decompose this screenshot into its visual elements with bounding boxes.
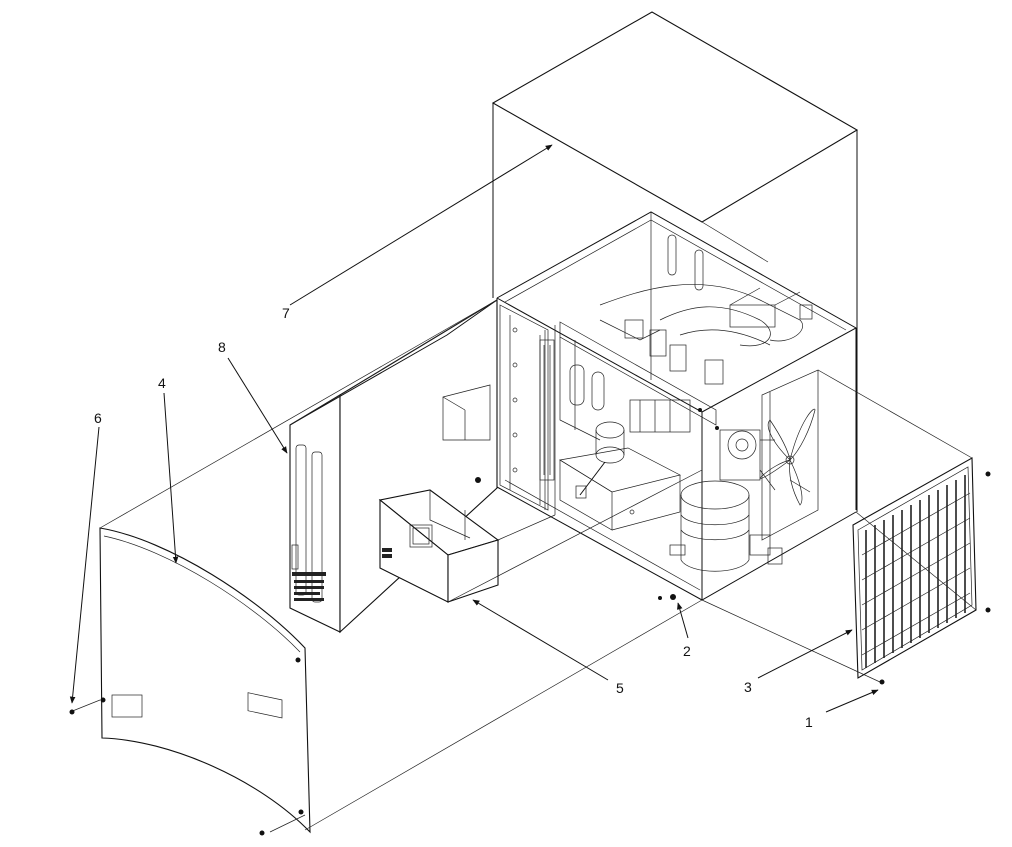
leader-8 (227, 357, 288, 454)
front-grille (852, 457, 977, 679)
screw-6 (69, 709, 75, 715)
side-wall-holes (512, 327, 518, 473)
screw-grille-bottom (985, 607, 991, 613)
leader-4 (163, 392, 179, 564)
grille-louvers (861, 475, 971, 668)
callout-labels: 7 8 4 6 5 2 3 1 (94, 305, 813, 730)
control-label-block (292, 572, 326, 601)
screw-left (475, 477, 481, 483)
callout-6: 6 (94, 410, 102, 426)
callout-leaders (69, 144, 879, 713)
leader-6 (69, 426, 100, 704)
leader-2 (677, 602, 689, 639)
fan-blades (759, 408, 816, 506)
leader-3 (757, 629, 853, 679)
screw-door-bottom (259, 830, 265, 836)
assembly-guide-lines (69, 299, 977, 833)
callout-2: 2 (683, 643, 691, 659)
leader-1 (825, 689, 879, 713)
machine-chassis (496, 211, 858, 601)
callout-4: 4 (158, 375, 166, 391)
callout-3: 3 (744, 679, 752, 695)
front-door-panel (99, 527, 311, 834)
storage-bin (378, 384, 500, 603)
callout-5: 5 (616, 680, 624, 696)
leader-5 (472, 599, 609, 681)
callout-8: 8 (218, 339, 226, 355)
screw-1 (879, 679, 885, 685)
screw-2 (670, 594, 676, 600)
leader-7 (289, 144, 553, 306)
screw-grille-top (985, 471, 991, 477)
callout-1: 1 (805, 714, 813, 730)
callout-7: 7 (282, 305, 290, 321)
top-cover-panel (491, 11, 859, 512)
left-side-panel (289, 299, 498, 634)
screws (69, 471, 991, 836)
